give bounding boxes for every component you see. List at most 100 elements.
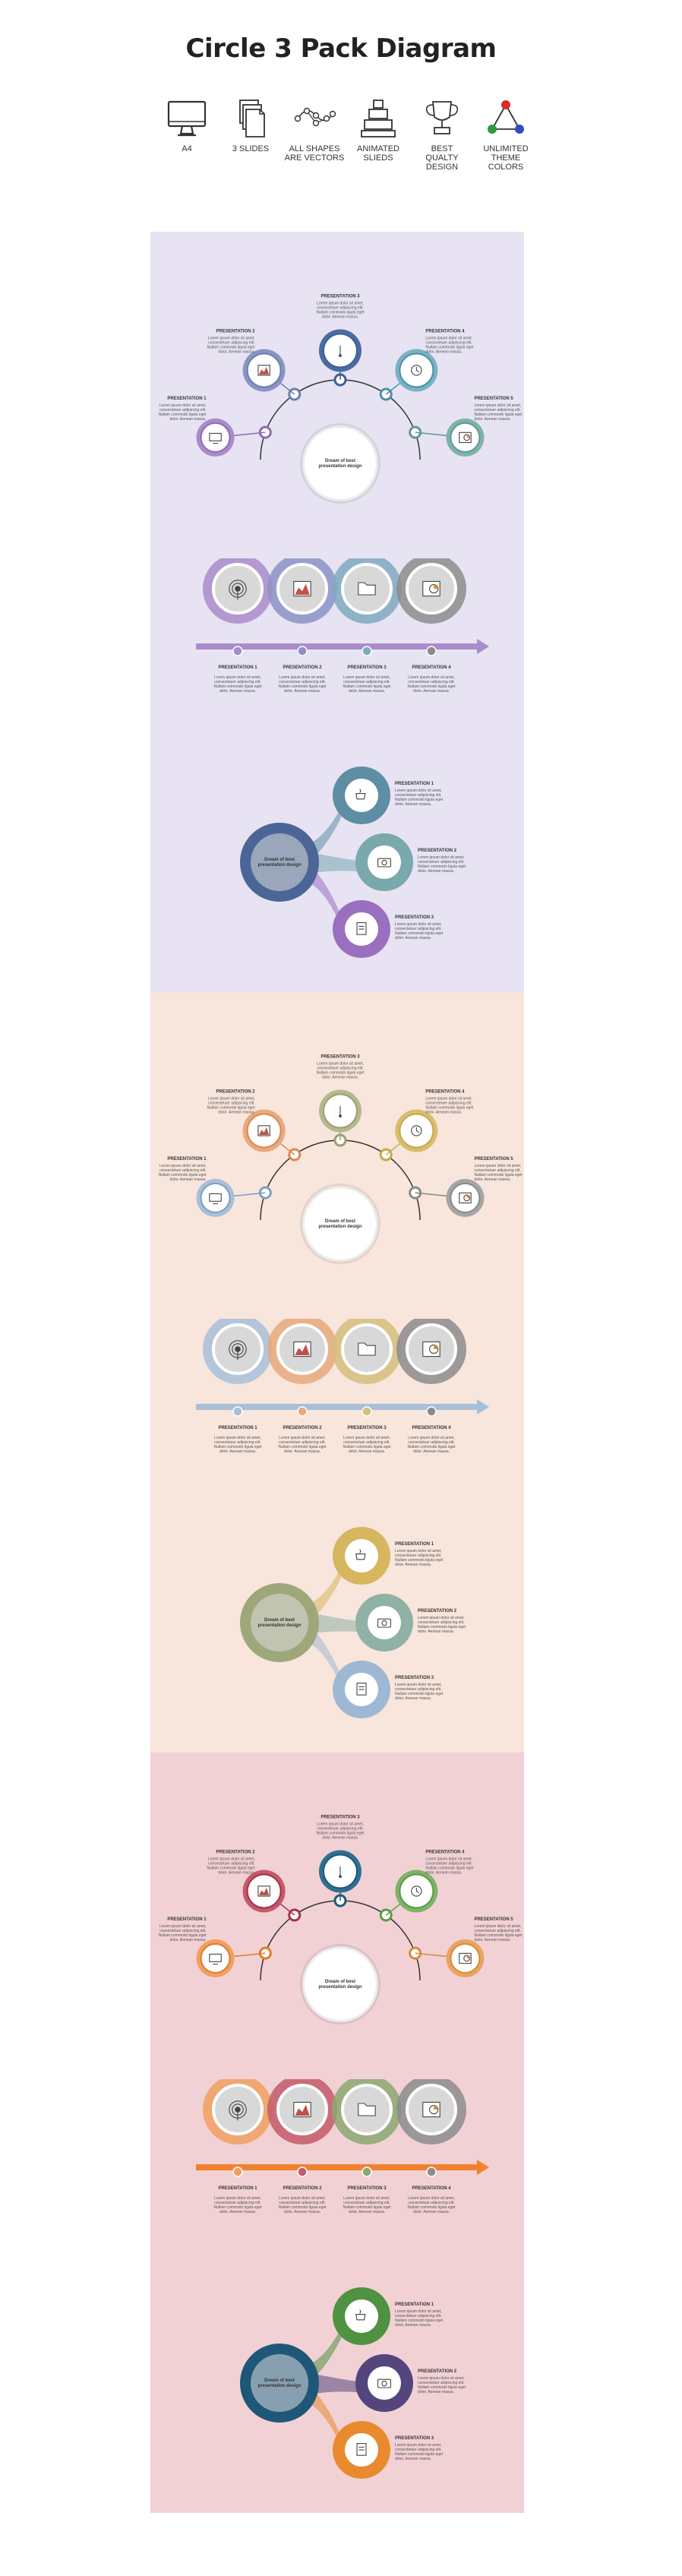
timeline-bar [196, 1404, 477, 1410]
pack-item-body: Lorem ipsum dolor sit amet,consectetuer … [395, 2443, 444, 2461]
arc-item-body: Lorem ipsum dolor sit amet,consectetuer … [474, 1924, 523, 1942]
arc-center-circle [300, 1944, 380, 2024]
timeline-arrow [477, 1399, 489, 1414]
pack-item-title: PRESENTATION 1 [395, 2303, 434, 2307]
camera-icon [377, 1618, 391, 1628]
timeline-arrow [477, 2160, 489, 2175]
animated-stack-icon [361, 100, 396, 137]
chart-icon [293, 2101, 311, 2118]
timeline-dot [232, 1406, 243, 1417]
timeline-dot [297, 646, 308, 656]
clock-icon [411, 365, 422, 376]
pack-item-body: Lorem ipsum dolor sit amet,consectetuer … [395, 2309, 444, 2328]
pack-center [251, 2354, 308, 2412]
broadcast-icon [229, 580, 247, 600]
arc-item-title: PRESENTATION 4 [425, 1850, 465, 1854]
timeline-item-title: PRESENTATION 1 [218, 665, 257, 670]
pack-satellite [345, 2299, 378, 2333]
pack-item-title: PRESENTATION 2 [418, 849, 457, 853]
pack-item-body: Lorem ipsum dolor sit amet,consectetuer … [418, 1616, 466, 1634]
pack-item-body: Lorem ipsum dolor sit amet,consectetuer … [418, 2376, 466, 2394]
compass-icon [339, 1105, 342, 1117]
timeline-bar [196, 2164, 477, 2170]
arc-item-body: Lorem ipsum dolor sit amet,consectetuer … [474, 403, 523, 422]
pie-icon [422, 2101, 440, 2118]
feature-label: A4 [182, 144, 192, 153]
arc-item-title: PRESENTATION 5 [474, 1917, 513, 1922]
timeline-slide: PRESENTATION 1 Lorem ipsum dolor sit amet… [196, 558, 489, 694]
arc-node [200, 1182, 231, 1213]
arc-item-title: PRESENTATION 4 [425, 1089, 465, 1094]
timeline-item-title: PRESENTATION 3 [347, 665, 387, 670]
timeline-item-body: Lorem ipsum dolor sit amet,consectetuer … [343, 675, 391, 694]
coffee-icon [355, 2309, 366, 2321]
arc-item-body: Lorem ipsum dolor sit amet,consectetuer … [158, 1924, 207, 1942]
color-triangle-icon [488, 100, 524, 134]
feature-label: ALL SHAPES ARE VECTORS [284, 144, 345, 163]
camera-icon [377, 858, 391, 868]
doc-icon [356, 922, 367, 935]
timeline-dot [232, 646, 243, 656]
page-title: Circle 3 Pack Diagram [185, 33, 497, 64]
pie-icon [459, 1952, 472, 1964]
pack-item-body: Lorem ipsum dolor sit amet,consectetuer … [395, 1549, 444, 1567]
arc-item-body: Lorem ipsum dolor sit amet,consectetuer … [425, 1096, 474, 1114]
timeline-item-title: PRESENTATION 4 [412, 665, 451, 670]
arc-item-title: PRESENTATION 3 [320, 1816, 360, 1820]
arc-item-title: PRESENTATION 3 [320, 1055, 360, 1060]
arc-item-title: PRESENTATION 4 [425, 329, 465, 333]
pack-item-body: Lorem ipsum dolor sit amet,consectetuer … [395, 789, 444, 807]
arc-center-circle [300, 423, 380, 504]
pack-satellite [368, 1606, 401, 1639]
pack-item-body: Lorem ipsum dolor sit amet,consectetuer … [395, 922, 444, 940]
pie-icon [459, 431, 472, 444]
pack-satellite [368, 2366, 401, 2400]
chart-icon [293, 580, 311, 597]
timeline-item-title: PRESENTATION 4 [412, 1426, 451, 1430]
feature-colors: UNLIMITED THEME COLORS [475, 97, 536, 172]
monitor-icon [209, 1953, 222, 1965]
timeline-item-body: Lorem ipsum dolor sit amet,consectetuer … [213, 2196, 262, 2214]
timeline-item-title: PRESENTATION 2 [283, 2186, 322, 2191]
arc-item-body: Lorem ipsum dolor sit amet,consectetuer … [425, 336, 474, 354]
monitor-icon [209, 432, 222, 444]
timeline-item-body: Lorem ipsum dolor sit amet,consectetuer … [407, 2196, 456, 2214]
coffee-icon [355, 1549, 366, 1560]
timeline-item-body: Lorem ipsum dolor sit amet,consectetuer … [213, 675, 262, 694]
arc-item-body: Lorem ipsum dolor sit amet,consectetuer … [316, 302, 365, 320]
timeline-item-title: PRESENTATION 3 [347, 1426, 387, 1430]
pack-item-body: Lorem ipsum dolor sit amet,consectetuer … [418, 855, 466, 874]
feature-label: 3 SLIDES [232, 144, 270, 153]
slide-timeline: PRESENTATION 1 Lorem ipsum dolor sit amet… [150, 558, 524, 710]
feature-a4: A4 [156, 97, 217, 153]
arc-item-title: PRESENTATION 5 [474, 1157, 513, 1162]
arc-item-body: Lorem ipsum dolor sit amet,consectetuer … [207, 336, 256, 354]
arc-item-body: Lorem ipsum dolor sit amet,consectetuer … [316, 1062, 365, 1080]
timeline-item-title: PRESENTATION 4 [412, 2186, 451, 2191]
timeline-dot [426, 2167, 437, 2177]
timeline-bar [196, 643, 477, 650]
arc-item-body: Lorem ipsum dolor sit amet,consectetuer … [207, 1096, 256, 1114]
pack-item-body: Lorem ipsum dolor sit amet,consectetuer … [395, 1683, 444, 1701]
pack-item-title: PRESENTATION 2 [418, 1609, 457, 1614]
pie-icon [459, 1192, 472, 1204]
pack-satellite [368, 845, 401, 879]
arc-item-title: PRESENTATION 1 [167, 397, 207, 401]
feature-label: ANIMATED SLIEDS [356, 144, 400, 163]
broadcast-icon [229, 1340, 247, 1361]
coffee-icon [355, 789, 366, 800]
feature-slides: 3 SLIDES [220, 97, 281, 153]
folder-icon [358, 2103, 376, 2116]
arc-item-body: Lorem ipsum dolor sit amet,consectetuer … [425, 1857, 474, 1875]
